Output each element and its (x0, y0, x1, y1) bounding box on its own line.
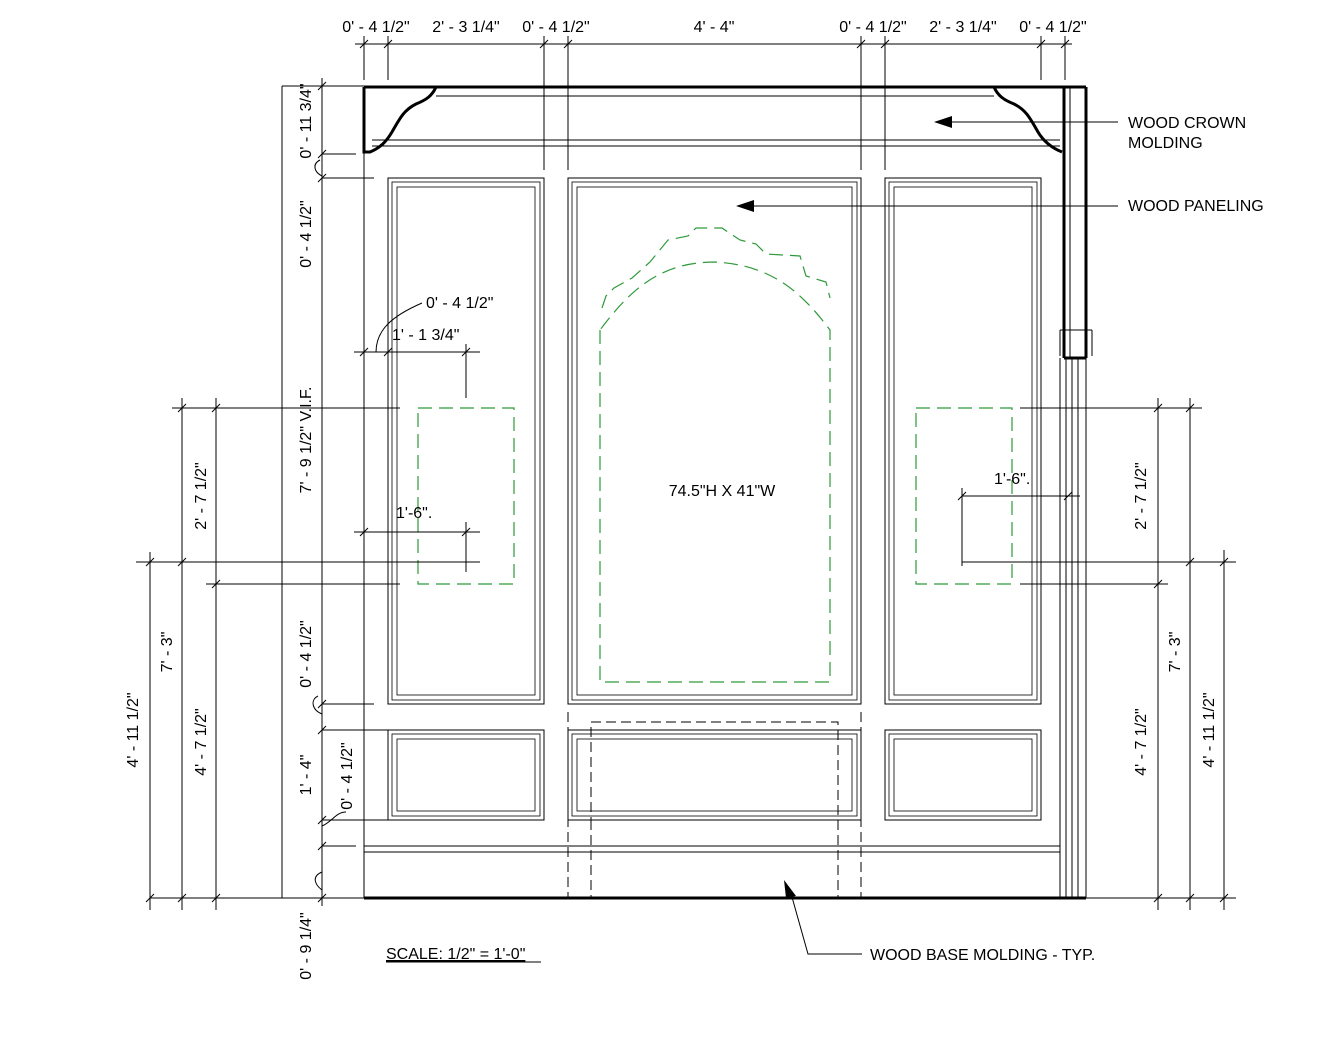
inner-dim-offset: 1' - 1 3/4" (392, 327, 459, 344)
top-dim-2: 2' - 3 1/4" (432, 19, 499, 36)
top-dim-3: 0' - 4 1/2" (522, 19, 589, 36)
top-dimension-string: 0' - 4 1/2" 2' - 3 1/4" 0' - 4 1/2" 4' -… (342, 19, 1087, 170)
note-leaders (736, 116, 1118, 955)
inner-dimensions: 0' - 4 1/2" 1' - 1 3/4" 1'-6". 1'-6". (354, 295, 1080, 572)
left-dim-rail-low: 0' - 4 1/2" (339, 742, 356, 809)
wall-outline (363, 152, 1093, 898)
right-dim-center-line: 4' - 11 1/2" (1201, 692, 1218, 767)
center-opening-label: 74.5"H X 41"W (669, 483, 776, 500)
inner-dim-right-height: 1'-6". (994, 471, 1030, 488)
top-dim-4: 4' - 4" (694, 19, 735, 36)
left-dim-crown: 0' - 11 3/4" (298, 83, 315, 158)
left-dim-rail-mid: 0' - 4 1/2" (298, 620, 315, 687)
upper-panels (387, 177, 1042, 705)
inner-dim-stile: 0' - 4 1/2" (426, 295, 493, 312)
note-wood-paneling: WOOD PANELING (1128, 198, 1264, 215)
top-dim-6: 2' - 3 1/4" (929, 19, 996, 36)
left-dim-to-center: 7' - 3" (159, 632, 176, 673)
green-hidden-outlines (417, 227, 1013, 683)
right-dimensions: 2' - 7 1/2" 7' - 3" 4' - 7 1/2" 4' - 11 … (962, 398, 1236, 910)
right-dim-box-height: 2' - 7 1/2" (1133, 462, 1150, 529)
left-dim-center-line: 4' - 11 1/2" (125, 692, 142, 767)
left-dim-base: 0' - 9 1/4" (298, 912, 315, 979)
lower-panels (387, 712, 1042, 898)
inner-dim-left-height: 1'-6". (396, 505, 432, 522)
left-dim-top-rail: 0' - 4 1/2" (298, 200, 315, 267)
top-dim-1: 0' - 4 1/2" (342, 19, 409, 36)
top-dim-5: 0' - 4 1/2" (839, 19, 906, 36)
base-molding (364, 845, 1086, 900)
scale-label: SCALE: 1/2" = 1'-0" (386, 946, 525, 963)
top-dim-7: 0' - 4 1/2" (1019, 19, 1086, 36)
crown-molding (362, 85, 1088, 360)
left-dim-box-height: 2' - 7 1/2" (193, 462, 210, 529)
note-base-molding: WOOD BASE MOLDING - TYP. (870, 947, 1095, 964)
note-crown-molding-2: MOLDING (1128, 135, 1203, 152)
right-dim-to-center: 7' - 3" (1167, 632, 1184, 673)
right-dim-box-bottom: 4' - 7 1/2" (1133, 708, 1150, 775)
left-dim-box-bottom: 4' - 7 1/2" (193, 708, 210, 775)
left-dim-overall: 7' - 9 1/2" V.I.F. (298, 387, 315, 494)
left-dim-lower-panel: 1' - 4" (298, 755, 315, 796)
note-crown-molding-1: WOOD CROWN (1128, 115, 1246, 132)
left-dimensions: 0' - 11 3/4" 0' - 4 1/2" 7' - 9 1/2" V.I… (125, 78, 480, 980)
